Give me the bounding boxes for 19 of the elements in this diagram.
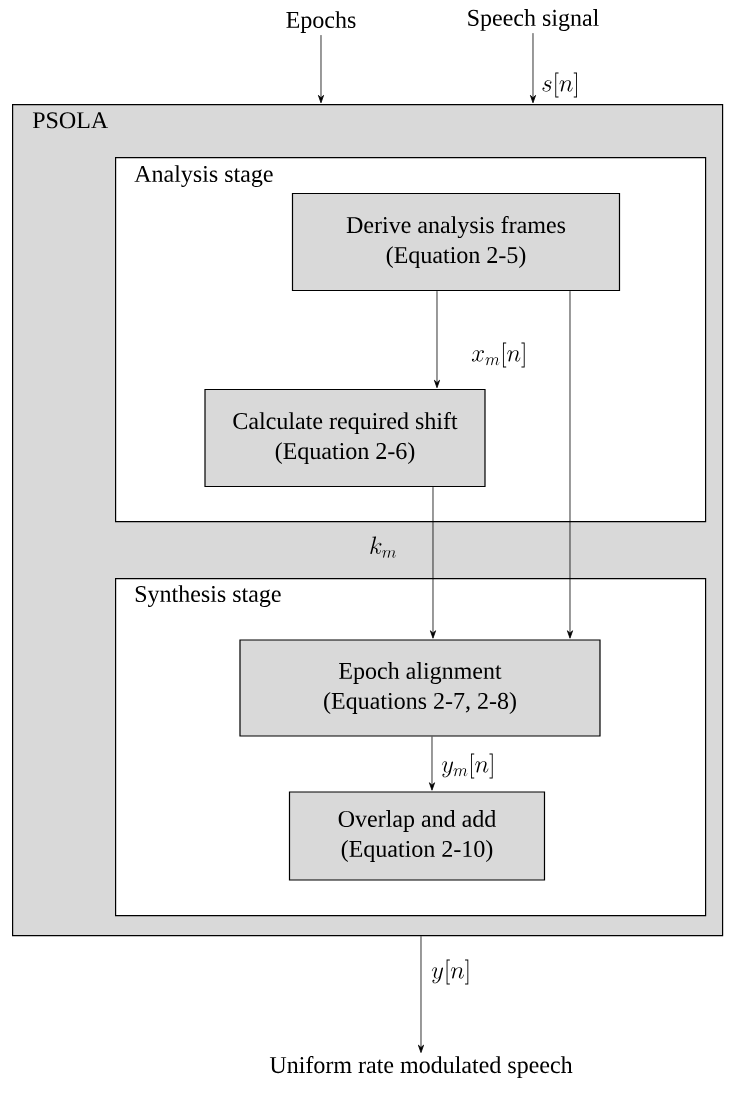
edge-label: $y[n]$ — [431, 959, 469, 985]
arrow — [530, 32, 536, 104]
arrow — [434, 290, 440, 389]
edge-label: $x_m[n]$ — [471, 342, 525, 368]
signal-label: Speech signal — [468, 9, 599, 31]
edge-label: $k_m$ — [370, 536, 396, 558]
process-box: Calculate required shift (Equation 2-6) — [204, 388, 486, 488]
arrow — [567, 290, 573, 639]
edge-label: $s[n]$ — [542, 72, 577, 98]
process-box: Derive analysis frames (Equation 2-5) — [291, 192, 621, 292]
arrow — [418, 935, 424, 1053]
process-box: Epoch alignment (Equations 2-7, 2-8) — [239, 639, 601, 737]
signal-label: Uniform rate modulated speech — [269, 1056, 573, 1078]
arrow — [318, 34, 324, 104]
process-box: Overlap and add (Equation 2-10) — [288, 791, 546, 881]
arrow — [430, 486, 436, 639]
signal-label: Epochs — [286, 11, 356, 33]
edge-label: $y_m[n]$ — [441, 753, 493, 779]
arrow — [429, 736, 435, 791]
